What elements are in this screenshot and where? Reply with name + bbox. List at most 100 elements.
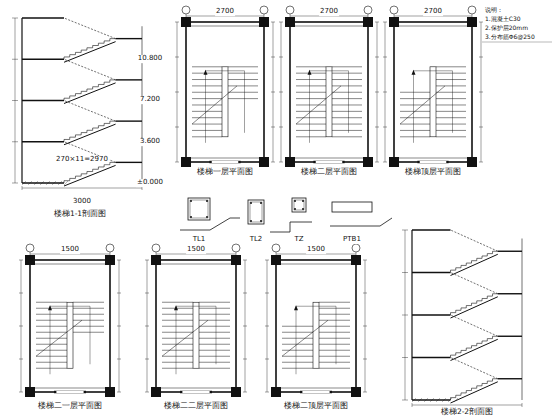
drawing-line — [15, 18, 16, 183]
drawing-line — [282, 332, 313, 333]
drawing-label: 270×11=2970 — [55, 156, 109, 164]
drawing-line — [22, 100, 64, 101]
drawing-line — [116, 162, 142, 163]
drawing-line — [73, 302, 104, 303]
drawing-line — [498, 293, 522, 294]
drawing-line — [243, 293, 247, 294]
drawing-line — [228, 98, 258, 99]
drawing-line — [436, 124, 466, 125]
drawing-line — [199, 362, 230, 363]
drawing-line — [162, 320, 193, 321]
drawing-line — [400, 98, 430, 99]
drawing-line — [199, 302, 230, 303]
drawing-line — [40, 181, 44, 185]
drawing-line — [36, 338, 67, 339]
drawing-line — [192, 130, 222, 131]
drawing-line — [271, 57, 275, 58]
drawing-line — [398, 158, 468, 159]
drawing-line — [448, 398, 452, 402]
drawing-line — [199, 338, 230, 339]
drawing-line — [412, 398, 416, 402]
drawing-line — [332, 130, 362, 131]
drawing-line — [192, 117, 222, 118]
drawing-line — [64, 181, 68, 185]
drawing-line — [296, 130, 326, 131]
drawing-line — [192, 66, 222, 67]
drawing-line — [319, 320, 350, 321]
drawing-line — [319, 308, 350, 309]
drawing-line — [319, 326, 350, 327]
drawing-label: 10.800 — [137, 55, 164, 63]
drawing-line — [400, 104, 430, 105]
drawing-line — [22, 59, 64, 60]
drawing-line — [363, 293, 367, 294]
drawing-line — [332, 85, 362, 86]
drawing-line — [332, 111, 362, 112]
drawing-line — [180, 391, 212, 394]
drawing-line — [436, 130, 466, 131]
drawing-line — [19, 392, 23, 393]
drawing-line — [265, 260, 269, 261]
drawing-title: 楼梯顶层平面图 — [404, 168, 462, 176]
drawing-line — [265, 359, 269, 360]
drawing-line — [176, 306, 177, 374]
drawing-line — [36, 362, 67, 363]
drawing-line — [279, 92, 283, 93]
drawing-line — [436, 79, 466, 80]
drawing-line — [472, 14, 473, 20]
drawing-line — [176, 306, 216, 307]
drawing-line — [414, 70, 453, 71]
drawing-line — [175, 127, 179, 128]
drawing-line — [265, 392, 269, 393]
drawing-line — [451, 254, 498, 275]
drawing-line — [332, 73, 362, 74]
drawing-line — [290, 14, 291, 20]
drawing-line — [186, 14, 187, 20]
drawing-line — [296, 136, 326, 137]
drawing-line — [36, 320, 67, 321]
drawing-line — [175, 22, 179, 23]
drawing-line — [522, 403, 523, 407]
drawing-line — [282, 356, 313, 357]
drawing-line — [199, 314, 230, 315]
drawing-line — [145, 326, 149, 327]
drawing-line — [319, 338, 350, 339]
drawing-label: 1.混凝土C30 — [484, 16, 522, 23]
drawing-line — [190, 26, 260, 27]
drawing-line — [52, 181, 56, 185]
drawing-line — [117, 359, 121, 360]
drawing-line — [332, 117, 362, 118]
drawing-line — [160, 388, 232, 389]
drawing-line — [412, 403, 413, 407]
drawing-line — [36, 356, 67, 357]
drawing-line — [30, 252, 31, 258]
drawing-line — [156, 252, 157, 258]
drawing-line — [282, 362, 313, 363]
drawing-line — [64, 83, 116, 104]
drawing-label: 3.分布筋Φ6@250 — [484, 34, 536, 41]
drawing-line — [412, 314, 451, 315]
drawing-line — [363, 359, 367, 360]
drawing-line — [436, 66, 466, 67]
drawing-line — [36, 320, 82, 356]
drawing-line — [162, 308, 193, 309]
drawing-title: 楼梯1-1剖面图 — [53, 210, 107, 218]
drawing-line — [400, 92, 430, 93]
drawing-line — [412, 399, 451, 400]
drawing-line — [522, 239, 523, 401]
stair-section — [402, 230, 522, 407]
drawing-line — [199, 332, 230, 333]
drawing-line — [309, 71, 310, 143]
drawing-line — [436, 92, 466, 93]
drawing-label: 说明： — [484, 7, 504, 14]
drawing-line — [375, 57, 379, 58]
drawing-line — [162, 338, 193, 339]
drawing-line — [400, 136, 430, 137]
drawing-label: ±0.000 — [136, 179, 164, 187]
drawing-line — [413, 71, 414, 143]
drawing-line — [383, 127, 387, 128]
drawing-line — [162, 332, 193, 333]
drawing-line — [145, 260, 149, 261]
drawing-line — [412, 405, 522, 406]
